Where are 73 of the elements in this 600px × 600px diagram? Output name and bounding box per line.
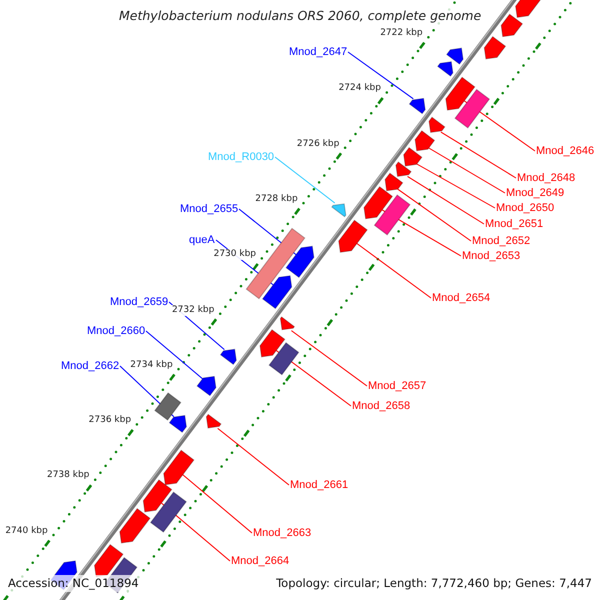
gene-feature xyxy=(94,544,124,578)
leader-line xyxy=(274,156,336,204)
leader-line xyxy=(416,164,496,208)
gene-feature xyxy=(163,450,195,486)
gene-feature xyxy=(268,342,300,376)
gene-label: Mnod_2646 xyxy=(536,146,594,156)
scale-label: 2728 kbp xyxy=(254,194,299,205)
gene-feature xyxy=(280,316,296,330)
gene-feature xyxy=(154,392,182,421)
gene-label: Mnod_2648 xyxy=(517,172,576,184)
gene-feature xyxy=(454,88,490,129)
gene-feature xyxy=(446,48,464,65)
gene-label: Mnod_R0030 xyxy=(208,152,274,162)
scale-label: 2732 kbp xyxy=(170,304,216,316)
leader-line xyxy=(146,330,203,380)
gene-feature xyxy=(331,203,346,218)
gene-feature xyxy=(142,479,172,512)
gene-feature xyxy=(196,376,216,396)
gene-label: Mnod_2649 xyxy=(506,188,564,198)
gene-feature xyxy=(220,348,237,366)
gene-label: Mnod_2651 xyxy=(485,218,544,230)
gene-feature xyxy=(414,130,436,152)
gene-label: Mnod_2653 xyxy=(462,250,520,262)
gene-label: Mnod_2661 xyxy=(290,480,348,490)
gene-feature xyxy=(374,194,411,236)
scale-label: 2738 kbp xyxy=(46,470,90,482)
leader-line xyxy=(428,148,506,194)
gene-feature xyxy=(168,414,187,433)
gene-feature xyxy=(408,98,426,114)
scale-label: 2722 kbp xyxy=(379,28,424,39)
scale-label: 2724 kbp xyxy=(338,83,382,94)
gene-feature xyxy=(484,36,506,60)
gene-feature xyxy=(428,116,446,133)
gene-feature xyxy=(206,414,222,429)
gene-feature xyxy=(395,161,412,177)
gene-feature xyxy=(259,329,286,358)
gene-feature xyxy=(119,508,151,544)
gene-label: Mnod_2664 xyxy=(231,556,290,566)
leader-line xyxy=(182,474,252,534)
leader-line xyxy=(397,188,472,242)
scale-label: 2726 kbp xyxy=(296,138,340,150)
gene-label: Mnod_2654 xyxy=(432,292,490,304)
gene-label: Mnod_2657 xyxy=(368,380,426,392)
leader-line xyxy=(440,132,516,178)
gene-feature xyxy=(437,61,454,77)
gene-label: Mnod_2652 xyxy=(472,236,530,246)
gene-label: Mnod_2655 xyxy=(180,204,238,214)
gene-feature xyxy=(338,220,368,253)
gene-feature xyxy=(445,76,476,111)
gene-feature xyxy=(262,275,292,310)
gene-feature xyxy=(403,146,423,167)
gene-label: queA xyxy=(189,234,215,246)
leader-line xyxy=(348,52,414,100)
gene-label: Mnod_2650 xyxy=(496,202,554,214)
gene-label: Mnod_2658 xyxy=(352,400,410,412)
scale-label: 2734 kbp xyxy=(129,360,174,371)
leader-line xyxy=(407,176,484,224)
gene-feature xyxy=(500,14,524,38)
scale-label: 2730 kbp xyxy=(212,249,257,260)
gene-feature xyxy=(285,246,314,278)
gene-label: Mnod_2659 xyxy=(110,296,168,308)
gene-label: Mnod_2662 xyxy=(61,360,120,372)
gene-label: Mnod_2663 xyxy=(253,528,312,538)
leader-line xyxy=(356,243,432,298)
gene-feature xyxy=(363,186,394,220)
gene-label: Mnod_2660 xyxy=(87,326,146,336)
leader-line xyxy=(290,330,368,386)
leader-line xyxy=(217,428,290,486)
gene-feature xyxy=(384,172,404,192)
scale-label: 2736 kbp xyxy=(88,415,132,426)
scale-label: 2740 kbp xyxy=(4,526,49,537)
gene-label: Mnod_2647 xyxy=(289,46,348,58)
gene-feature xyxy=(150,491,187,533)
